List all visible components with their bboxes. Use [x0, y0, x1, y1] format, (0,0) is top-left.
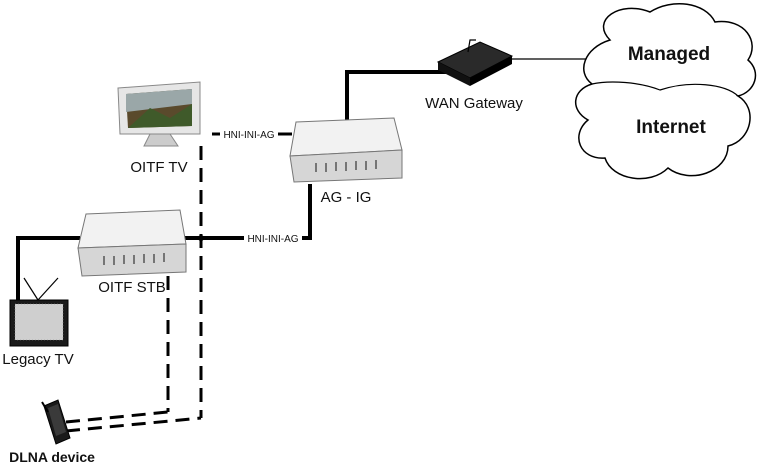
dlna-device-icon: DLNA device	[9, 399, 95, 465]
dlna-dashed-link-a	[65, 410, 169, 424]
wan-gateway-icon: WAN Gateway	[425, 39, 523, 112]
ag-to-stb-link	[182, 184, 312, 240]
cloud-managed-label: Managed	[628, 44, 710, 65]
oitf-tv-icon: OITF TV	[117, 81, 201, 176]
junction-dot	[198, 235, 204, 241]
legacy-tv-icon: Legacy TV	[2, 277, 74, 368]
hni-top-tag: HNI-INI-AG	[220, 128, 278, 141]
dlna-dashed-link-b	[65, 416, 202, 433]
stb-to-legacy-tv-link	[16, 236, 80, 300]
legacy-tv-label: Legacy TV	[2, 351, 73, 368]
dlna-device-label: DLNA device	[9, 449, 95, 465]
oitf-stb-label: OITF STB	[98, 279, 166, 296]
hni-mid-label: HNI-INI-AG	[247, 234, 298, 245]
wan-gateway-label: WAN Gateway	[425, 95, 523, 112]
ag-ig-label: AG - IG	[321, 189, 372, 206]
hni-mid-tag: HNI-INI-AG	[244, 232, 302, 245]
cloud-internet-label: Internet	[636, 117, 706, 138]
oitf-stb-icon: OITF STB	[77, 209, 187, 296]
oitf-tv-label: OITF TV	[130, 159, 187, 176]
cloud-icon: Managed Internet	[575, 2, 757, 180]
wan-to-ag-link	[345, 70, 446, 120]
ag-ig-device-icon: AG - IG	[289, 117, 403, 206]
hni-top-label: HNI-INI-AG	[223, 130, 274, 141]
